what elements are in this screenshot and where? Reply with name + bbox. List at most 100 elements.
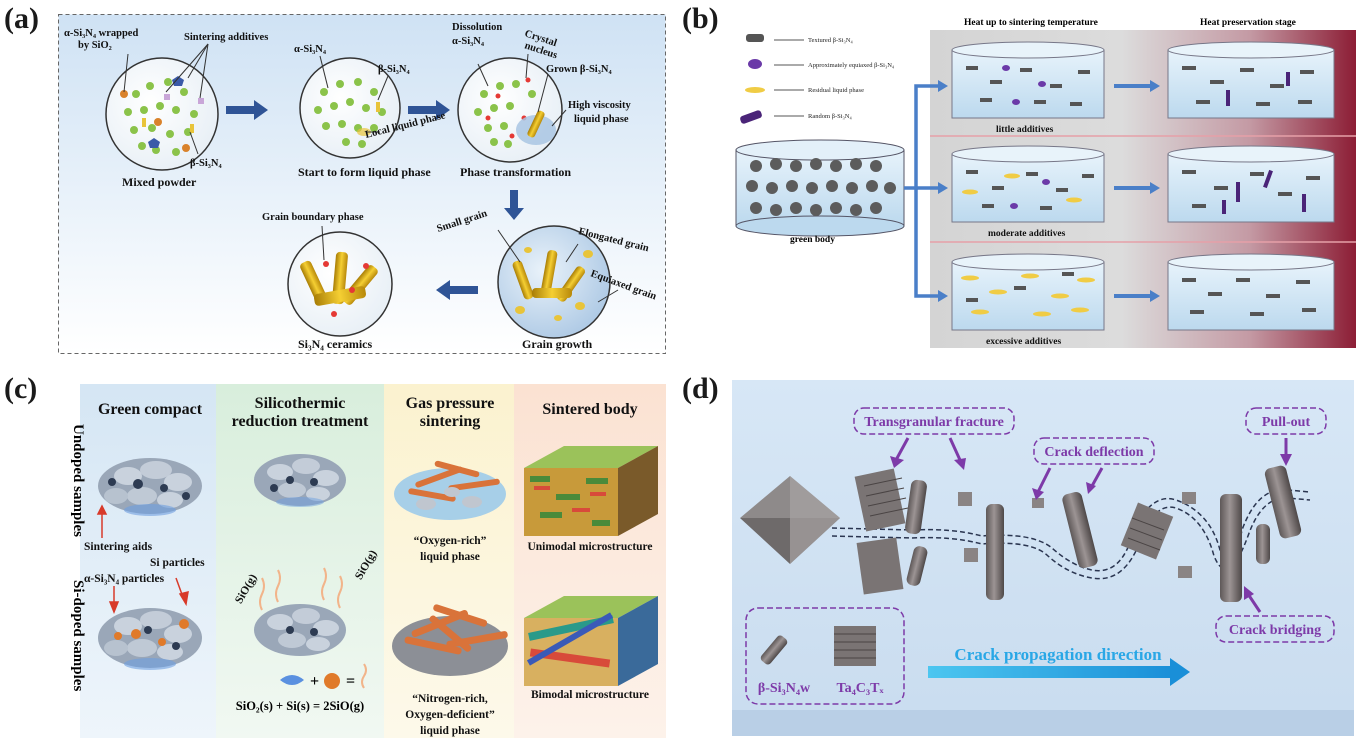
label-sintering-aids: Sintering aids [84,541,153,553]
panel-b-letter: (b) [682,2,719,35]
label-phase-transformation: Phase transformation [460,165,571,179]
pull-out-box [1245,407,1327,435]
col-sintered-body: Sintered body [542,401,637,418]
eq-text: SiO₂(s) + Si(s) = 2SiO(g) [236,699,364,713]
green-body-dish [735,139,905,237]
grain-growth-circle [497,225,611,339]
label-alpha-wrapped-2: by SiO₂ [78,40,112,51]
label-moderate-additives: moderate additives [988,229,1066,239]
label-si-particles: Si particles [150,557,205,569]
crack-deflection-box [1033,437,1155,465]
label-beta-1: β-Si₃N₄ [190,158,223,169]
dish-r3-preserve [1167,253,1335,331]
label-alpha-particles: α-Si₃N₄ particles [84,573,165,585]
eq-plus: + [310,673,319,690]
legend-label-0: Textured β-Si₃N₄ [808,37,853,44]
crack-bridging-box [1215,615,1335,643]
label-grown-beta: Grown β-Si₃N₄ [546,64,612,75]
eq-equals: = [346,673,355,690]
label-alpha: α-Si₃N₄ [294,44,327,55]
legend-icons [760,626,876,666]
dishes [951,41,1335,331]
transgranular-box [853,407,1015,435]
label-beta-2: β-Si₃N₄ [378,64,411,75]
label-high-visc-2: liquid phase [574,114,629,125]
label-excessive-additives: excessive additives [986,337,1062,347]
header-heat-up: Heat up to sintering temperature [964,18,1098,28]
panel-c-letter: (c) [4,372,38,405]
grains [854,465,1302,602]
pyramid-grain [740,476,840,564]
dish-r1-preserve [1167,41,1335,119]
legend-label-1: Approximately equiaxed β-Si₃N₄ [808,62,895,69]
label-transgranular: Transgranular fracture [864,415,1004,430]
panel-d: Transgranular fracture Crack deflection … [732,380,1354,736]
label-start-liquid: Start to form liquid phase [298,165,431,179]
label-ceramics: Si₃N₄ ceramics [298,337,373,351]
col-gas-pressure-2: sintering [420,413,480,430]
label-dissolution-2: α-Si₃N₄ [452,36,485,47]
panel-b: Textured β-Si₃N₄ Approximately equiaxed … [730,10,1356,350]
row-label-si-doped: Si-doped samples [70,580,86,691]
label-oxygen-rich-2: liquid phase [420,551,480,563]
legend-liquid-swatch [745,87,765,93]
label-crack-direction: Crack propagation direction [954,645,1162,664]
mixed-powder-circle [105,57,219,171]
header-heat-preservation: Heat preservation stage [1200,18,1296,28]
label-nitrogen-rich-3: liquid phase [420,725,480,737]
col-gas-pressure-1: Gas pressure [406,395,495,412]
label-nitrogen-rich-1: “Nitrogen-rich, [412,693,488,705]
sintered-unimodal [524,446,658,536]
panel-c: Undoped samples Si-doped samples Green c… [52,384,666,738]
label-alpha-wrapped-1: α-Si₃N₄ wrapped [64,28,138,39]
liquid-phase-circle [299,57,401,159]
green-compact-si [98,608,202,670]
panel-d-letter: (d) [682,372,719,405]
label-high-visc-1: High viscosity [568,100,631,111]
label-crack-bridging: Crack bridging [1229,623,1321,638]
label-mxene: Ta₄C₃Tₓ [837,681,885,696]
label-pull-out: Pull-out [1262,415,1311,430]
silicothermic-si [254,567,346,656]
col-silicothermic-2: reduction treatment [232,413,369,430]
panel-d-diagram: Transgranular fracture Crack deflection … [732,380,1354,736]
label-dissolution-1: Dissolution [452,22,502,33]
panel-c-diagram: Undoped samples Si-doped samples Green c… [70,384,666,738]
row-label-undoped: Undoped samples [70,424,86,537]
label-green-body: green body [790,235,835,245]
label-gb-phase: Grain boundary phase [262,212,364,223]
label-oxygen-rich-1: “Oxygen-rich” [414,535,487,547]
col-silicothermic-1: Silicothermic [255,395,346,412]
legend-box [745,607,905,705]
label-sintering-additives: Sintering additives [184,32,268,43]
panel-a: α-Si₃N₄ wrapped by SiO₂ Sintering additi… [58,14,666,354]
dish-r2-preserve [1167,145,1335,223]
dish-r1-heatup [951,41,1105,119]
green-compact-undoped [98,458,202,516]
legend: Textured β-Si₃N₄ Approximately equiaxed … [740,34,895,124]
legend-random-swatch [740,110,762,124]
label-bimodal: Bimodal microstructure [531,689,649,701]
gas-pressure-si [392,604,508,676]
reaction-equation: + = SiO₂(s) + Si(s) = 2SiO(g) [236,663,367,713]
dish-r2-heatup [951,145,1105,223]
label-crack-deflection: Crack deflection [1044,445,1143,460]
panel-a-letter: (a) [4,2,39,35]
legend-label-3: Random β-Si₃N₄ [808,113,853,120]
ceramics-circle [287,231,393,337]
crack-propagation-arrow [928,658,1190,686]
panel-b-diagram: Textured β-Si₃N₄ Approximately equiaxed … [735,18,1356,348]
label-grain-growth: Grain growth [522,337,592,351]
label-mixed-powder: Mixed powder [122,175,197,189]
label-nitrogen-rich-2: Oxygen-deficient” [405,709,495,721]
silicothermic-undoped [254,454,346,507]
label-little-additives: little additives [996,125,1054,135]
dish-r3-heatup [951,253,1105,331]
phase-transformation-circle [457,57,563,163]
panel-a-diagram: α-Si₃N₄ wrapped by SiO₂ Sintering additi… [58,14,666,354]
gas-pressure-undoped [394,460,506,520]
label-whisker: β-Si₃N₄w [758,681,811,696]
label-unimodal: Unimodal microstructure [527,541,652,553]
legend-equiaxed-swatch [748,59,762,69]
col-green-compact: Green compact [98,401,203,418]
